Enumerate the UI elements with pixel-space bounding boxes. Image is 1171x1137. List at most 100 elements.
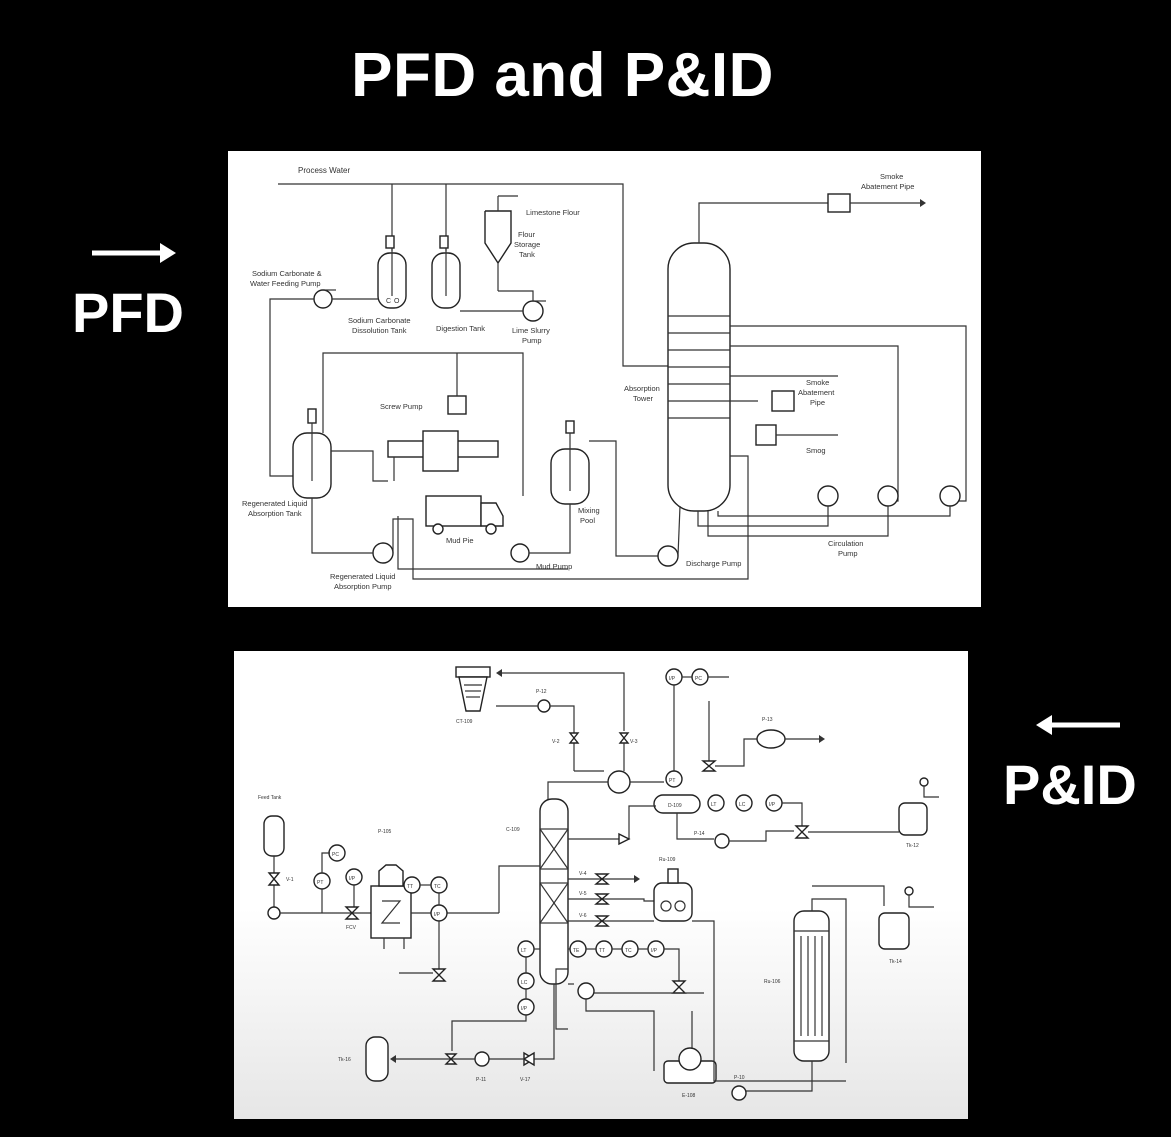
instrument-tt-column: TT: [595, 940, 613, 958]
svg-text:P-105: P-105: [378, 829, 392, 835]
drum-d109: D-109: [653, 794, 701, 814]
pump-p10: [731, 1085, 747, 1101]
instrument-lt-top: LT: [707, 794, 725, 812]
tank-tk16: [365, 1036, 389, 1082]
circulation-pumps: [817, 485, 961, 507]
tank-tk12: [898, 777, 929, 836]
svg-text:V-1: V-1: [286, 877, 294, 883]
svg-text:Mud Pump: Mud Pump: [536, 562, 572, 571]
svg-text:LT: LT: [521, 948, 526, 954]
regenerated-liquid-pump: [372, 542, 394, 564]
control-valve-right: [794, 825, 810, 839]
svg-text:V-4: V-4: [579, 871, 587, 877]
absorption-tower: [667, 242, 731, 512]
svg-text:Digestion Tank: Digestion Tank: [436, 324, 485, 333]
valve-v2: [568, 732, 580, 744]
svg-text:E-108: E-108: [682, 1093, 696, 1099]
pid-label: P&ID: [1003, 753, 1137, 816]
pump-p11: [474, 1051, 490, 1067]
instrument-pc-feed: PC: [328, 844, 346, 862]
pump-p14: [714, 833, 730, 849]
instrument-tc-heater: TC: [430, 876, 448, 894]
svg-text:I/P: I/P: [349, 876, 356, 882]
lime-slurry-pump: [522, 300, 546, 322]
instrument-te: TE: [569, 940, 587, 958]
feed-tank: [263, 815, 285, 857]
control-valve-column: [671, 980, 687, 994]
svg-text:LC: LC: [521, 980, 528, 986]
mud-pump: [510, 543, 530, 563]
instrument-ip-column: I/P: [647, 940, 665, 958]
instrument-pt-feed: PT: [313, 872, 331, 890]
svg-text:P-13: P-13: [762, 717, 773, 723]
svg-text:O: O: [394, 298, 400, 305]
svg-text:LT: LT: [711, 802, 716, 808]
svg-text:V-6: V-6: [579, 913, 587, 919]
svg-text:P-14: P-14: [694, 831, 705, 837]
svg-text:I/P: I/P: [651, 948, 658, 954]
reactor-ru109: [653, 868, 693, 922]
svg-text:Sodium Carbonate &Water Feedin: Sodium Carbonate &Water Feeding Pump: [250, 269, 322, 288]
instrument-ip-top: I/P: [665, 668, 683, 686]
svg-text:TT: TT: [407, 884, 413, 890]
svg-text:Feed Tank: Feed Tank: [258, 795, 282, 801]
svg-text:Smog: Smog: [806, 446, 826, 455]
svg-text:I/P: I/P: [521, 1006, 528, 1012]
svg-text:Tk-12: Tk-12: [906, 843, 919, 849]
svg-text:Ru-106: Ru-106: [764, 979, 781, 985]
svg-text:P-11: P-11: [476, 1077, 486, 1083]
valve-v5: [594, 893, 610, 905]
pump-p12: [537, 699, 551, 713]
valve-v4: [594, 873, 610, 885]
pump-p13: [756, 729, 786, 749]
svg-text:I/P: I/P: [769, 802, 776, 808]
valve-v17: [522, 1051, 536, 1067]
discharge-pump: [657, 545, 679, 567]
pfd-label: PFD: [72, 281, 184, 344]
svg-text:V-3: V-3: [630, 739, 638, 745]
instrument-ip-heater: I/P: [430, 904, 448, 922]
reactor-r106: [793, 910, 830, 1062]
svg-text:TC: TC: [625, 948, 632, 954]
process-water-label: Process Water: [298, 166, 350, 175]
instrument-tc-column: TC: [621, 940, 639, 958]
column-c109: [539, 798, 569, 985]
svg-text:C: C: [386, 298, 391, 305]
instrument-ip-right: I/P: [765, 794, 783, 812]
flour-storage-tank: [484, 195, 518, 291]
pid-diagram: CT-109 P-12 V-2 V-3 I/P PC P-13 PT D-109…: [234, 651, 968, 1119]
control-valve-heater: [431, 968, 447, 982]
instrument-lt-column: LT: [517, 940, 535, 958]
arrow-left-icon: [1036, 715, 1120, 735]
svg-text:PC: PC: [332, 852, 339, 858]
heat-exchanger: [607, 770, 631, 794]
screw-pump: [447, 395, 467, 415]
tank-tk14: [878, 886, 914, 950]
feed-pump: [267, 906, 281, 920]
smoke-abatement-pipe-mid: [755, 390, 795, 446]
svg-text:Limestone Flour: Limestone Flour: [526, 208, 580, 217]
instrument-pt-top: PT: [665, 770, 683, 788]
svg-text:LC: LC: [739, 802, 746, 808]
svg-text:V-17: V-17: [520, 1077, 531, 1083]
svg-text:Tk-16: Tk-16: [338, 1057, 351, 1063]
instrument-pc-top: PC: [691, 668, 709, 686]
svg-text:Mud Pie: Mud Pie: [446, 536, 474, 545]
svg-text:Tk-14: Tk-14: [889, 959, 902, 965]
mud-truck: [425, 495, 504, 535]
instrument-ip-left: I/P: [517, 998, 535, 1016]
instrument-ip-feed: I/P: [345, 868, 363, 886]
svg-text:C-109: C-109: [506, 827, 520, 833]
instrument-lc-top: LC: [735, 794, 753, 812]
filter-press: [387, 430, 499, 481]
svg-text:I/P: I/P: [669, 676, 676, 682]
instrument-lc-column: LC: [517, 972, 535, 990]
